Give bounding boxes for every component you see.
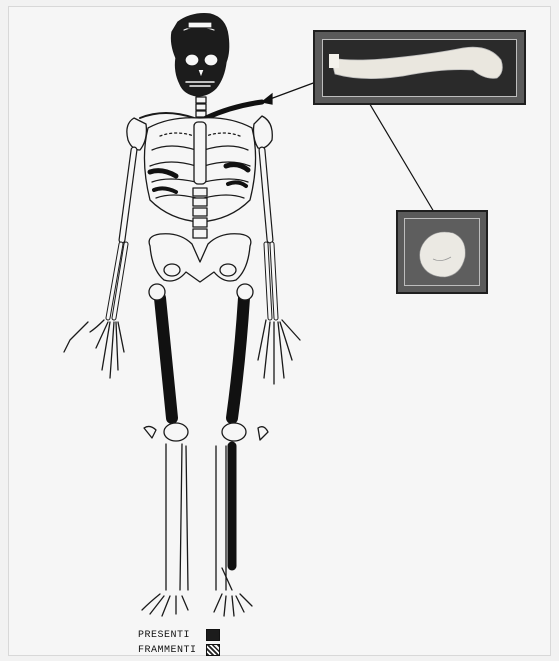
clavicle-photo-panel xyxy=(313,30,526,105)
legend-present-label: PRESENTI xyxy=(138,630,206,641)
fragment-photo-panel xyxy=(396,210,488,294)
lumbar-spine xyxy=(193,188,207,238)
legend-present-row: PRESENTI xyxy=(138,628,220,642)
clavicle-photo xyxy=(322,39,517,97)
legend-fragment-swatch xyxy=(206,644,220,656)
bone-fragment-photo xyxy=(404,218,480,286)
right-leg xyxy=(214,284,268,616)
legend-present-swatch xyxy=(206,629,220,641)
legend: PRESENTI FRAMMENTI xyxy=(138,628,278,658)
skull xyxy=(172,14,229,96)
legend-fragment-label: FRAMMENTI xyxy=(138,645,206,656)
left-arm xyxy=(64,150,134,378)
left-leg xyxy=(142,284,188,616)
cervical-spine xyxy=(196,97,206,117)
legend-fragment-row: FRAMMENTI xyxy=(138,643,220,657)
right-arm xyxy=(258,150,300,384)
pelvis xyxy=(149,234,251,282)
